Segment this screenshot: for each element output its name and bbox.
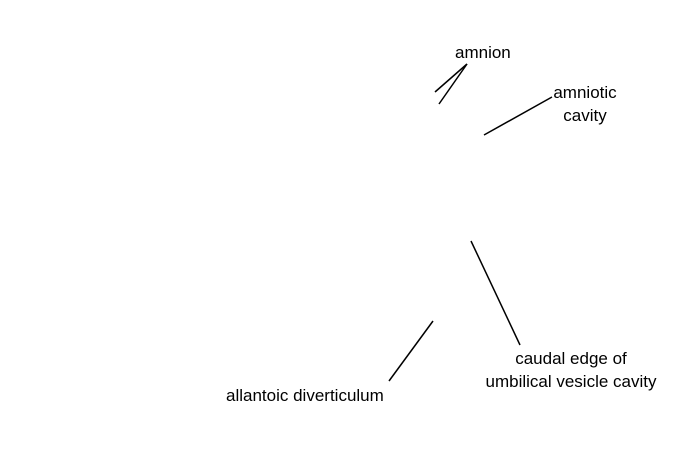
amniotic-cavity-leader-line: [483, 96, 553, 136]
amniotic-cavity-label: amniotic cavity: [540, 81, 630, 127]
allantoic-diverticulum-label: allantoic diverticulum: [226, 384, 384, 407]
caudal-edge-label-line-2: umbilical vesicle cavity: [485, 372, 657, 391]
amnion-leader-line-1: [434, 63, 468, 93]
allantoic-diverticulum-label-text: allantoic diverticulum: [226, 386, 384, 405]
amniotic-cavity-label-line-1: amniotic: [553, 83, 617, 102]
amnion-label-text: amnion: [455, 43, 511, 62]
amnion-leader-line-2: [438, 63, 468, 105]
allantoic-leader-line: [388, 320, 434, 382]
amniotic-cavity-label-line-2: cavity: [563, 106, 607, 125]
caudal-edge-label: caudal edge of umbilical vesicle cavity: [466, 347, 675, 393]
amnion-label: amnion: [455, 41, 511, 64]
caudal-edge-label-line-1: caudal edge of: [515, 349, 627, 368]
caudal-edge-leader-line: [470, 240, 521, 346]
